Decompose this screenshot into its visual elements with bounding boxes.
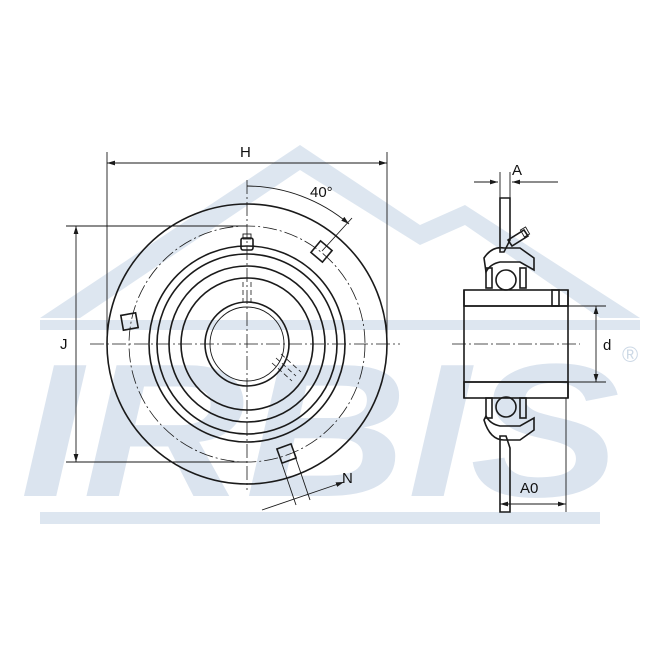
- d-label: d: [603, 337, 611, 354]
- a0-label: A0: [520, 480, 538, 497]
- flange-web-top: [499, 197, 511, 253]
- set-screw: [551, 289, 560, 307]
- angle-arc: [246, 185, 350, 225]
- a-label: A: [512, 162, 522, 179]
- angle-reference-line: [321, 217, 353, 252]
- seal-top-right: [519, 267, 527, 289]
- watermark-brand-text: IRBIS: [20, 325, 620, 537]
- angle-label: 40°: [310, 184, 333, 201]
- watermark-registered-mark: ®: [622, 342, 638, 367]
- housing-bottom-section: [483, 414, 535, 441]
- watermark-logo: IRBIS ®: [20, 145, 640, 537]
- j-label: J: [60, 336, 68, 353]
- n-dimension-line: [261, 481, 345, 511]
- section-view: A d A0: [452, 162, 611, 513]
- n-label: N: [342, 470, 353, 487]
- ball-bottom: [495, 396, 517, 418]
- seal-top-left: [485, 267, 493, 289]
- bolt-hole-left: [119, 311, 140, 332]
- side-grease-nipple-icon: [506, 226, 531, 248]
- flange-web-bottom: [499, 435, 511, 513]
- n-extension-a: [279, 457, 297, 506]
- front-view: 40° H J N: [60, 144, 400, 511]
- n-extension-b: [293, 452, 311, 501]
- h-label: H: [240, 144, 251, 161]
- set-screw-hidden-lines: [271, 353, 302, 382]
- bolt-hole-bottom-right: [275, 442, 298, 465]
- grease-nipple-icon: [240, 233, 254, 302]
- ball-top: [495, 269, 517, 291]
